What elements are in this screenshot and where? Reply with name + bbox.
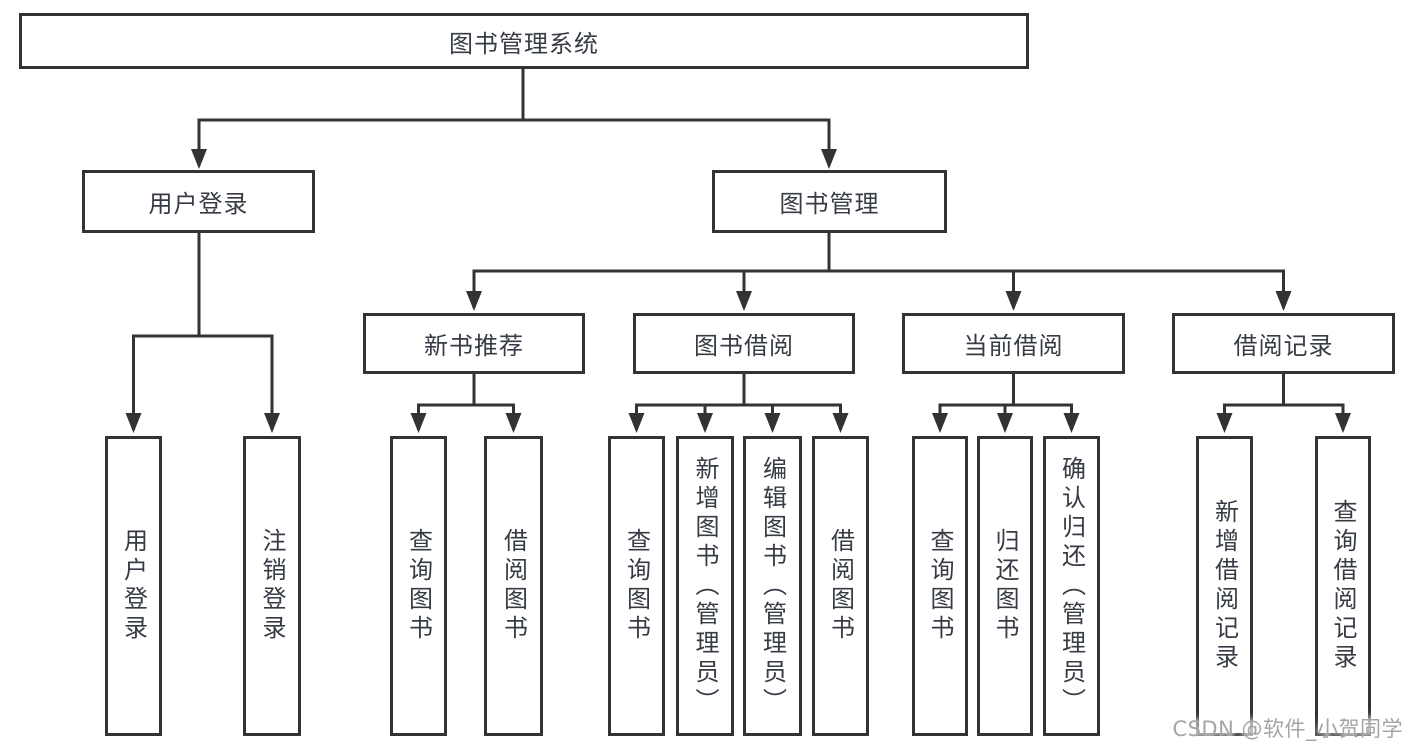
leaf-borrow-query-books-label: 查询图书: [622, 528, 651, 644]
leaf-confirm-return-admin-label: 确认归还（管理员）: [1057, 455, 1086, 717]
leaf-add-borrow-record: 新增借阅记录: [1196, 436, 1253, 736]
node-borrow-records-label: 借阅记录: [1233, 332, 1334, 360]
node-new-book-recommend-label: 新书推荐: [424, 332, 524, 360]
node-user-login: 用户登录: [82, 170, 315, 233]
leaf-borrow-books: 借阅图书: [812, 436, 869, 736]
node-book-borrow: 图书借阅: [633, 313, 855, 374]
leaf-user-login: 用户登录: [105, 436, 162, 736]
leaf-add-books-admin: 新增图书（管理员）: [676, 436, 734, 736]
node-borrow-records: 借阅记录: [1172, 313, 1395, 374]
leaf-confirm-return-admin: 确认归还（管理员）: [1043, 436, 1100, 736]
csdn-watermark: CSDN @软件_小贺同学: [1172, 717, 1403, 741]
node-new-book-recommend: 新书推荐: [363, 313, 585, 374]
leaf-query-borrow-record: 查询借阅记录: [1315, 436, 1371, 736]
leaf-user-login-label: 用户登录: [119, 528, 148, 644]
leaf-borrow-books-label: 借阅图书: [826, 528, 855, 644]
node-book-management: 图书管理: [712, 170, 947, 233]
leaf-add-borrow-record-label: 新增借阅记录: [1210, 499, 1239, 673]
node-root-system-label: 图书管理系统: [449, 29, 599, 58]
leaf-logout-login-label: 注销登录: [258, 528, 286, 644]
leaf-return-books: 归还图书: [977, 436, 1033, 736]
leaf-recommend-borrow-books: 借阅图书: [484, 436, 543, 736]
leaf-current-query-books-label: 查询图书: [926, 528, 954, 644]
leaf-recommend-query-books: 查询图书: [390, 436, 447, 736]
leaf-query-borrow-record-label: 查询借阅记录: [1329, 499, 1357, 673]
leaf-logout-login: 注销登录: [243, 436, 301, 736]
leaf-borrow-query-books: 查询图书: [608, 436, 665, 736]
leaf-add-books-admin-label: 新增图书（管理员）: [691, 455, 719, 717]
leaf-recommend-borrow-books-label: 借阅图书: [499, 528, 528, 644]
leaf-current-query-books: 查询图书: [912, 436, 968, 736]
leaf-recommend-query-books-label: 查询图书: [404, 528, 433, 644]
leaf-edit-books-admin-label: 编辑图书（管理员）: [758, 455, 787, 717]
node-book-borrow-label: 图书借阅: [694, 332, 794, 360]
node-current-borrow-label: 当前借阅: [963, 332, 1064, 360]
node-user-login-label: 用户登录: [148, 190, 249, 218]
leaf-return-books-label: 归还图书: [991, 528, 1019, 644]
node-root-system: 图书管理系统: [19, 13, 1029, 69]
node-book-management-label: 图书管理: [779, 190, 880, 218]
leaf-edit-books-admin: 编辑图书（管理员）: [743, 436, 802, 736]
node-current-borrow: 当前借阅: [902, 313, 1125, 374]
